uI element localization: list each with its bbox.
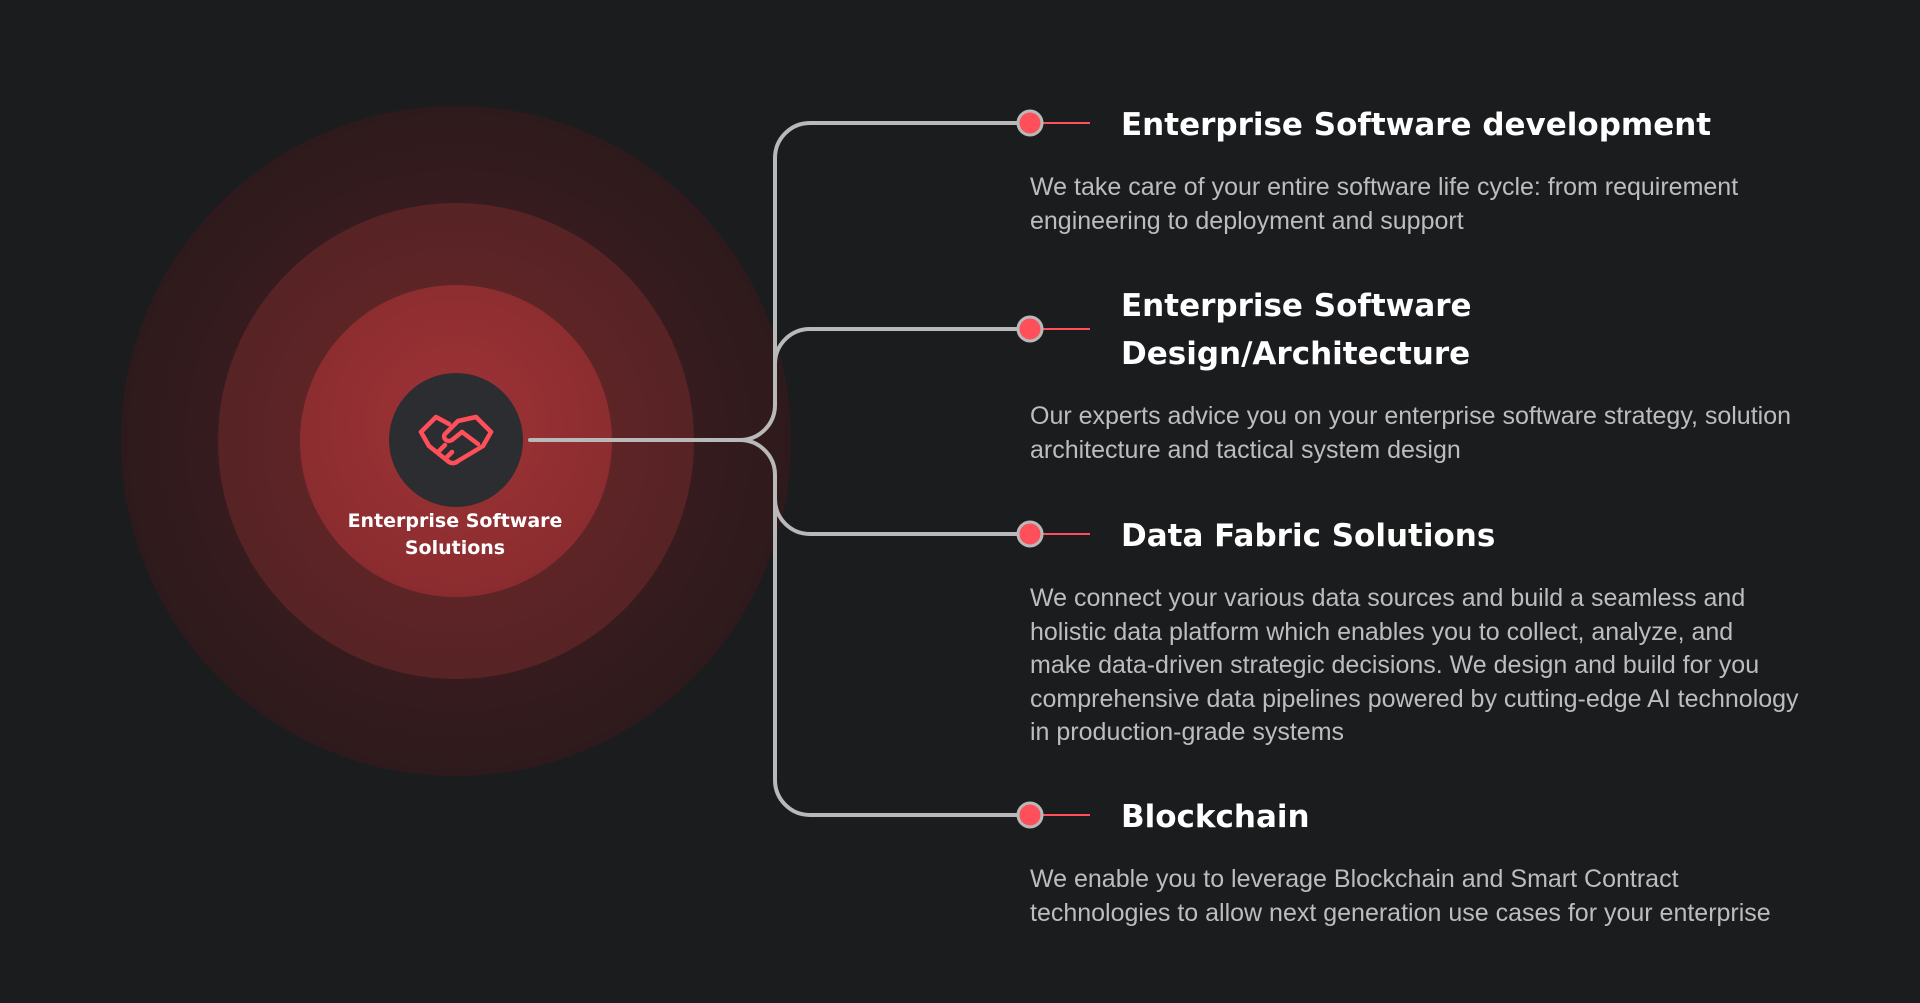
hub-label-line2: Solutions	[404, 537, 506, 559]
service-title-data-fabric: Data Fabric Solutions	[1121, 518, 1496, 554]
service-title-blockchain: Blockchain	[1121, 799, 1310, 835]
handshake-icon	[418, 414, 494, 466]
service-title-line2: Design/Architecture	[1121, 336, 1471, 372]
service-description-data-fabric: We connect your various data sources and…	[1030, 584, 1799, 746]
hub-label: Enterprise Software Solutions	[330, 508, 580, 562]
service-description-blockchain: We enable you to leverage Blockchain and…	[1030, 865, 1771, 927]
service-description-software-development: We take care of your entire software lif…	[1030, 173, 1739, 235]
service-title-software-development: Enterprise Software development	[1121, 107, 1712, 143]
connector-lines	[528, 121, 1022, 817]
service-description-design-architecture: Our experts advice you on your enterpris…	[1030, 402, 1792, 464]
service-title-design-architecture: Enterprise Software Design/Architecture	[1121, 282, 1472, 378]
service-title-line1: Enterprise Software	[1121, 288, 1472, 324]
node-dot-4	[1016, 801, 1044, 829]
node-dot-2	[1016, 315, 1044, 343]
node-dot-1	[1016, 109, 1044, 137]
hub-label-line1: Enterprise Software	[347, 510, 563, 532]
node-dot-3	[1016, 520, 1044, 548]
hub-icon-circle	[389, 373, 523, 507]
